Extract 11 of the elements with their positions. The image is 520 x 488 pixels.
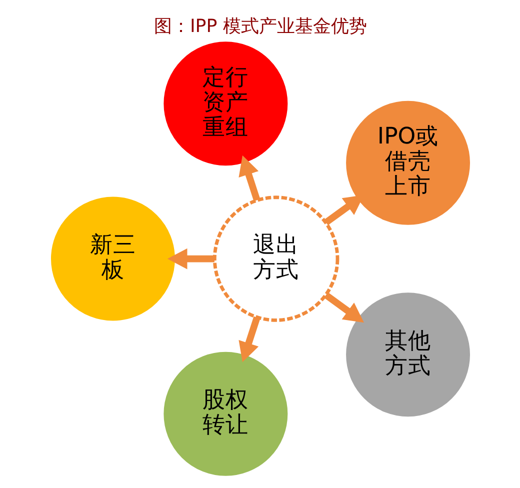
arrow [323, 292, 364, 323]
diagram-title: 图：IPP 模式产业基金优势 [153, 16, 367, 37]
arrow [166, 248, 214, 270]
arrow [238, 155, 260, 202]
node-circle: IPO或借壳上市 [346, 100, 470, 225]
arrow [238, 316, 260, 362]
node-circle: 新三板 [50, 196, 174, 321]
node-circle: 退出方式 [212, 196, 339, 322]
node-circle: 股权转让 [163, 352, 288, 476]
node-circle: 其他方式 [346, 292, 470, 417]
node-circle: 定行资产重组 [163, 42, 288, 166]
